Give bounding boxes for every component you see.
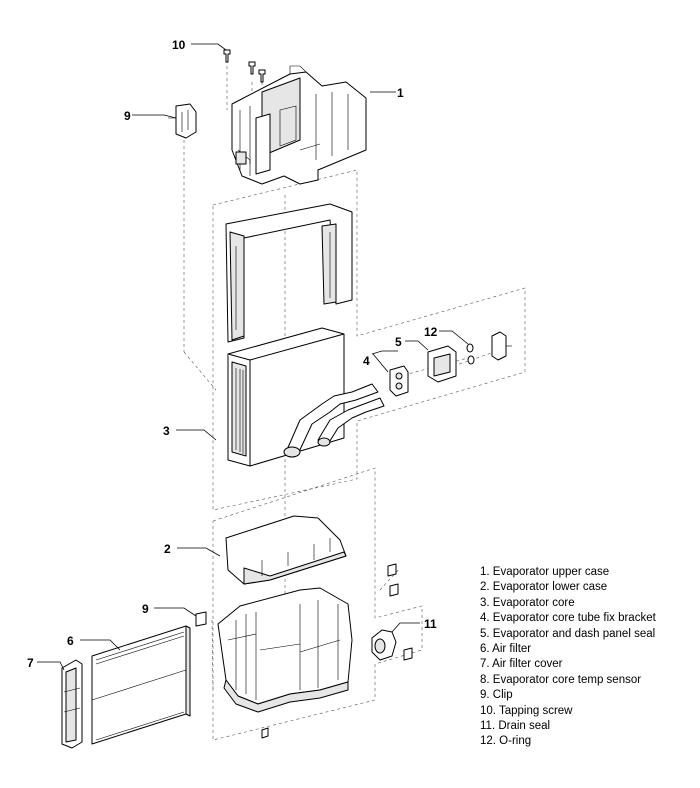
clips-right [261, 563, 413, 739]
drain-seal [371, 629, 397, 661]
legend-item: 1. Evaporator upper case [480, 566, 610, 578]
callout-4: 4 [363, 354, 370, 368]
legend-item: 9. Clip [480, 689, 513, 702]
evaporator-upper-case [231, 65, 367, 185]
callout-9-lower: 9 [142, 602, 149, 616]
callout-10: 10 [172, 38, 186, 52]
evaporator-core-frame [225, 203, 353, 343]
callout-2: 2 [164, 542, 171, 556]
callout-5: 5 [395, 335, 402, 349]
tapping-screws [223, 49, 266, 83]
evaporator-core-temp-sensor [491, 331, 512, 361]
o-rings [466, 343, 475, 365]
legend-item: 8. Evaporator core temp sensor [480, 673, 642, 686]
legend-item: 6. Air filter [480, 643, 532, 656]
callout-12: 12 [424, 325, 438, 339]
callout-7: 7 [27, 656, 34, 670]
callout-9-upper: 9 [124, 109, 131, 123]
air-filter [91, 625, 191, 745]
evaporator-dash-panel-seal [427, 345, 457, 383]
callout-3: 3 [163, 424, 170, 438]
parts-legend: 1. Evaporator upper case 2. Evaporator l… [480, 565, 656, 750]
clip-lower [195, 611, 207, 627]
legend-item: 7. Air filter cover [480, 658, 563, 671]
legend-item: 12. O-ring [480, 735, 532, 748]
callout-6: 6 [67, 634, 74, 648]
legend-item: 10. Tapping screw [480, 704, 573, 717]
evaporator-lower-case-cover [225, 515, 347, 585]
evaporator-core [227, 327, 385, 467]
legend-item: 5. Evaporator and dash panel seal [480, 627, 656, 640]
callouts: 10 1 9 12 5 4 3 2 9 11 6 7 [27, 38, 438, 670]
callout-11: 11 [424, 617, 437, 631]
air-filter-cover [61, 659, 83, 749]
legend-item: 4. Evaporator core tube fix bracket [480, 612, 656, 625]
legend-item: 2. Evaporator lower case [480, 581, 608, 594]
legend-item: 3. Evaporator core [480, 596, 575, 609]
evaporator-core-tube-fix-bracket [389, 365, 409, 397]
callout-1: 1 [397, 86, 404, 100]
clip-upper [168, 103, 197, 139]
leader-lines [37, 43, 469, 671]
evaporator-lower-case [217, 587, 353, 713]
legend-item: 11. Drain seal [480, 720, 551, 733]
